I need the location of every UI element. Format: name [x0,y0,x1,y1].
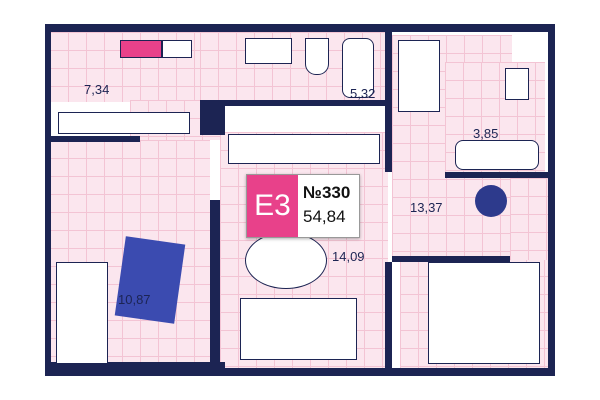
wall-bedroom-right-top [392,256,510,262]
washing-machine [162,40,192,58]
toilet [305,38,329,75]
area-label-kitchen-living: 14,09 [332,249,365,264]
apartment-code: E3 [247,175,298,237]
room-bedroom-right-upper [510,178,548,260]
dining-table [245,232,327,289]
wardrobe-right [398,40,440,112]
armchair [475,185,507,217]
cabinet [120,40,162,58]
wall-hall-left [385,32,392,172]
kitchen-counter [228,134,380,164]
wall-bath2-bottom [445,172,548,178]
wall-center-block [200,100,225,135]
sofa [240,298,357,360]
sink [245,38,292,64]
wall-top [45,24,555,32]
rug-left [114,236,186,324]
apartment-total-area: 54,84 [303,207,346,226]
apartment-badge: E3 №330 54,84 [246,174,360,238]
bed-left [56,262,108,364]
bathtub [342,38,374,98]
area-label-bathroom: 5,32 [350,86,376,101]
bed-right [428,262,540,364]
wall-kitchen-left [210,200,220,368]
wall-bath-bottom [225,100,385,106]
wardrobe-left [58,112,190,134]
area-label-bathroom-2: 3,85 [473,126,499,141]
wall-bottom [45,368,555,376]
area-label-hallway: 7,34 [84,82,110,97]
area-label-bedroom-left: 10,87 [118,292,151,307]
wall-left-room-top [50,136,140,142]
wall-bottom-left-block [45,362,225,376]
bath2-tub [455,140,539,170]
wall-right [548,24,555,376]
wall-hall-left-lower [385,262,392,368]
area-label-hall: 13,37 [410,200,443,215]
wall-left [45,24,51,376]
apartment-number: №330 [303,183,351,202]
bath2-toilet [505,68,529,100]
